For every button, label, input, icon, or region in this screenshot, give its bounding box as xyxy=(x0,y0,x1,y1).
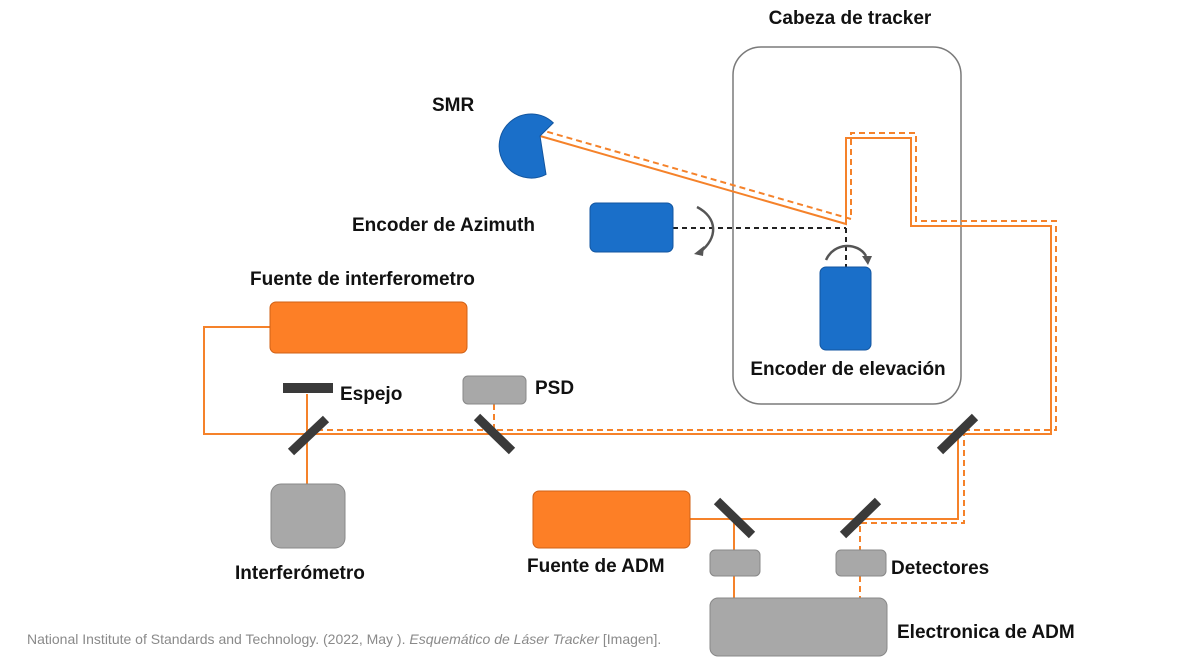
tracker-head-label: Cabeza de tracker xyxy=(769,8,932,29)
caption-title: Esquemático de Láser Tracker xyxy=(409,631,599,647)
encoder-axes xyxy=(673,227,847,267)
image-source-caption: National Institute of Standards and Tech… xyxy=(27,631,661,647)
adm-source-box xyxy=(532,490,691,549)
detectors-label: Detectores xyxy=(891,558,989,579)
tracker-beam-solid xyxy=(539,135,1052,435)
adm-source-monitor-box xyxy=(709,549,761,577)
psd-beam-splitter xyxy=(473,413,516,455)
interferometer-source-label: Fuente de interferometro xyxy=(250,269,475,290)
adm-detector-splitter xyxy=(839,497,882,539)
tracker-beam-dashed xyxy=(540,129,1057,431)
interferometer-box xyxy=(270,483,346,549)
detectors-box xyxy=(835,549,887,577)
psd-label: PSD xyxy=(535,378,574,399)
adm-source-label: Fuente de ADM xyxy=(527,556,665,577)
caption-prefix: National Institute of Standards and Tech… xyxy=(27,631,410,647)
smr-label: SMR xyxy=(432,95,475,116)
caption-suffix: [Imagen]. xyxy=(598,631,662,647)
adm-source-splitter xyxy=(713,497,756,539)
interferometer-source-box xyxy=(269,301,468,354)
azimuth-encoder-box xyxy=(589,202,674,253)
azimuth-arrowhead-icon xyxy=(694,246,704,256)
interferometer-beam-loop xyxy=(203,326,960,435)
elevation-encoder-box xyxy=(819,266,872,351)
elevation-rotation-arrow-icon xyxy=(824,244,868,261)
azimuth-encoder-label: Encoder de Azimuth xyxy=(352,215,535,236)
adm-electronics-box xyxy=(709,597,888,657)
adm-beam-solid xyxy=(690,434,959,520)
elevation-encoder-label: Encoder de elevación xyxy=(750,359,945,380)
azimuth-rotation-arrow-icon xyxy=(696,205,715,253)
beam-paths xyxy=(203,135,1052,598)
adm-electronics-label: Electronica de ADM xyxy=(897,622,1075,643)
mirror xyxy=(283,383,333,393)
tracker-beam-splitter xyxy=(936,413,979,455)
return-beam-paths xyxy=(307,129,1057,598)
interferometer-beam-splitter xyxy=(287,415,330,456)
interferometer-label: Interferómetro xyxy=(235,563,365,584)
mirror-label: Espejo xyxy=(340,384,402,405)
elevation-arrowhead-icon xyxy=(862,256,872,265)
smr-retroreflector xyxy=(498,113,555,179)
psd-box xyxy=(462,375,527,405)
adm-return-beam xyxy=(859,430,965,550)
